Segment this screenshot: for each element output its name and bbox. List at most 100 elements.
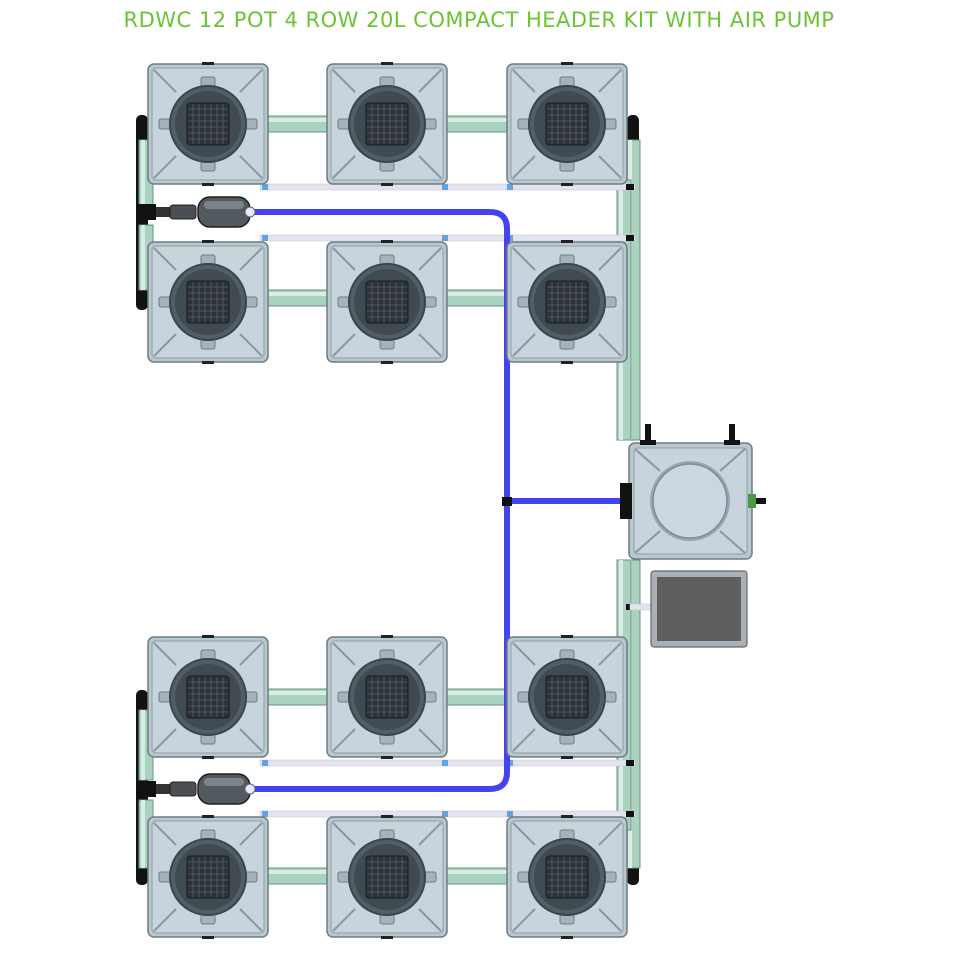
drip-emitter bbox=[442, 811, 448, 817]
drip-emitter bbox=[442, 760, 448, 766]
grommet-icon bbox=[202, 240, 214, 243]
control-ridge bbox=[719, 530, 746, 554]
drip-connector bbox=[626, 811, 634, 817]
net-pot-icon bbox=[365, 102, 409, 146]
fittings-layer bbox=[138, 196, 256, 805]
pot-ridge bbox=[332, 822, 356, 846]
pot-ridge bbox=[332, 333, 356, 357]
pipe-horizontal bbox=[441, 688, 515, 706]
pipe-horizontal bbox=[261, 688, 335, 706]
pot-ridge bbox=[239, 247, 263, 271]
pipe-horizontal bbox=[261, 867, 335, 885]
stone-coupling bbox=[138, 781, 156, 797]
pot-ridge bbox=[153, 642, 177, 666]
control-lid bbox=[652, 463, 728, 539]
net-pot-base bbox=[186, 855, 230, 899]
pot-ridge bbox=[418, 333, 442, 357]
net-pot-icon bbox=[365, 675, 409, 719]
air-stone-icon bbox=[138, 773, 256, 805]
net-pot-base bbox=[365, 675, 409, 719]
net-pot-base bbox=[545, 675, 589, 719]
net-pot-icon bbox=[545, 675, 589, 719]
grommet-icon bbox=[202, 936, 214, 939]
pipe-highlight bbox=[262, 691, 334, 695]
pot-ridge bbox=[598, 333, 622, 357]
net-pot-base bbox=[545, 102, 589, 146]
grommet-icon bbox=[202, 62, 214, 65]
stone-connector bbox=[156, 207, 170, 217]
stone-coupling bbox=[138, 204, 156, 220]
inlet-fitting bbox=[620, 483, 632, 519]
pot-icon bbox=[326, 635, 448, 759]
pot-ridge bbox=[512, 69, 536, 93]
grommet-icon bbox=[561, 240, 573, 243]
pot-ridge bbox=[239, 728, 263, 752]
pot-ridge bbox=[598, 728, 622, 752]
control-layer bbox=[620, 424, 766, 560]
pot-ridge bbox=[239, 822, 263, 846]
pot-ridge bbox=[332, 155, 356, 179]
stone-nozzle bbox=[244, 783, 256, 795]
pipe-highlight bbox=[442, 118, 514, 122]
net-pot-base bbox=[186, 675, 230, 719]
pot-ridge bbox=[512, 642, 536, 666]
pot-ridge bbox=[512, 333, 536, 357]
grommet-icon bbox=[202, 635, 214, 638]
control-fitting bbox=[640, 440, 656, 445]
drip-emitter bbox=[442, 184, 448, 190]
net-pot-icon bbox=[545, 855, 589, 899]
pump-body bbox=[657, 577, 741, 641]
pot-ridge bbox=[332, 728, 356, 752]
drip-emitter bbox=[262, 760, 268, 766]
net-pot-base bbox=[545, 855, 589, 899]
net-pot-icon bbox=[186, 675, 230, 719]
pot-ridge bbox=[153, 908, 177, 932]
pot-ridge bbox=[153, 728, 177, 752]
pipe-highlight bbox=[141, 800, 145, 868]
pipe-highlight bbox=[141, 225, 145, 290]
pot-icon bbox=[147, 815, 269, 939]
grommet-icon bbox=[381, 361, 393, 364]
grommet-icon bbox=[381, 62, 393, 65]
pipe-horizontal bbox=[441, 867, 515, 885]
net-pot-icon bbox=[545, 280, 589, 324]
net-pot-icon bbox=[545, 102, 589, 146]
pot-icon bbox=[147, 635, 269, 759]
control-ridge bbox=[719, 448, 746, 472]
grommet-icon bbox=[381, 240, 393, 243]
pot-ridge bbox=[239, 69, 263, 93]
net-pot-base bbox=[186, 280, 230, 324]
net-pot-base bbox=[365, 855, 409, 899]
net-pot-base bbox=[365, 280, 409, 324]
drip-connector bbox=[626, 184, 634, 190]
pot-ridge bbox=[153, 822, 177, 846]
pot-ridge bbox=[239, 908, 263, 932]
pot-icon bbox=[506, 635, 628, 759]
pot-ridge bbox=[512, 728, 536, 752]
pot-ridge bbox=[153, 155, 177, 179]
pot-ridge bbox=[332, 247, 356, 271]
control-ridge bbox=[634, 530, 661, 554]
pot-ridge bbox=[598, 155, 622, 179]
pot-icon bbox=[326, 240, 448, 364]
net-pot-base bbox=[186, 102, 230, 146]
pot-ridge bbox=[239, 333, 263, 357]
grommet-icon bbox=[561, 936, 573, 939]
pot-ridge bbox=[153, 69, 177, 93]
pot-ridge bbox=[512, 908, 536, 932]
drip-emitter bbox=[262, 235, 268, 241]
pot-ridge bbox=[418, 728, 442, 752]
pot-ridge bbox=[598, 69, 622, 93]
pipe-highlight bbox=[442, 691, 514, 695]
pot-ridge bbox=[153, 333, 177, 357]
grommet-icon bbox=[202, 361, 214, 364]
pot-icon bbox=[506, 240, 628, 364]
pot-ridge bbox=[332, 642, 356, 666]
pipe-horizontal bbox=[261, 289, 335, 307]
pipe-highlight bbox=[262, 292, 334, 296]
stone-valve bbox=[169, 781, 197, 797]
pot-ridge bbox=[598, 642, 622, 666]
net-pot-icon bbox=[186, 102, 230, 146]
stone-nozzle bbox=[244, 206, 256, 218]
